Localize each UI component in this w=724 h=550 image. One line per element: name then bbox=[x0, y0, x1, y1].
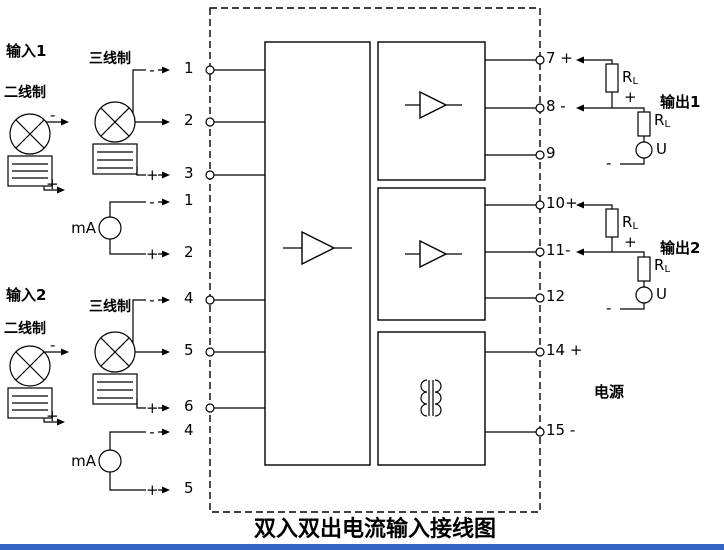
three-wire-label-input1: 三线制 bbox=[89, 51, 131, 67]
terminal-right-label: 10+ bbox=[546, 194, 578, 212]
u-label-output1: U bbox=[656, 140, 667, 158]
output2-amp-block bbox=[377, 187, 486, 321]
transmitter-3wire-input2-icon bbox=[92, 299, 163, 409]
terminal-left-number: 3 bbox=[184, 164, 194, 182]
u-label-output2: U bbox=[656, 285, 667, 303]
terminal-left-number: 2 bbox=[184, 243, 194, 261]
rl-label-output2-load: RL bbox=[622, 213, 639, 233]
voltmeter-output2-icon bbox=[635, 286, 653, 304]
transformer-icon bbox=[420, 379, 442, 417]
output1-amp-block bbox=[377, 41, 486, 181]
terminal-sign: - bbox=[146, 292, 158, 308]
transmitter-2wire-input2-icon bbox=[7, 345, 62, 423]
input1-label: 输入1 bbox=[6, 42, 47, 60]
terminal-sign: - bbox=[146, 424, 158, 440]
terminal-left-number: 2 bbox=[184, 111, 194, 129]
power-block bbox=[377, 331, 486, 466]
series-resistor-output2 bbox=[637, 256, 651, 282]
transmitter-3wire-input1-icon bbox=[92, 69, 163, 176]
tw2-minus-sign: - bbox=[50, 336, 56, 354]
terminal-left-number: 4 bbox=[184, 289, 194, 307]
opamp-icon bbox=[405, 90, 462, 120]
terminal-right-label: 15 - bbox=[546, 421, 576, 439]
terminal-sign: + bbox=[146, 481, 159, 499]
tw1-minus-sign: - bbox=[50, 106, 56, 124]
main-isolator-block bbox=[264, 41, 371, 466]
rl-label-output2-series: RL bbox=[654, 256, 671, 276]
load-resistor-output1 bbox=[605, 63, 619, 93]
series-resistor-output1 bbox=[637, 111, 651, 137]
page-title: 双入双出电流输入接线图 bbox=[253, 517, 496, 542]
output2-plus-sign: + bbox=[624, 233, 637, 251]
two-wire-label-input2: 二线制 bbox=[4, 321, 46, 337]
module-outline bbox=[209, 7, 541, 513]
ma-meter-input2-icon bbox=[98, 431, 163, 491]
terminal-left-number: 5 bbox=[184, 479, 194, 497]
three-wire-label-input2: 三线制 bbox=[89, 299, 131, 315]
terminal-right-label: 8 - bbox=[546, 97, 566, 115]
tw1-plus-sign: + bbox=[46, 175, 59, 193]
ma-label-input2: mA bbox=[71, 452, 96, 470]
terminal-circles bbox=[205, 55, 545, 437]
tw2-plus-sign: + bbox=[46, 407, 59, 425]
terminal-right-label: 14 + bbox=[546, 341, 583, 359]
terminal-sign: - bbox=[146, 194, 158, 210]
opamp-icon bbox=[405, 239, 462, 269]
window-bottom-bar bbox=[0, 544, 724, 550]
rl-label-output1-series: RL bbox=[654, 111, 671, 131]
output2-minus-sign: - bbox=[606, 299, 612, 317]
terminal-sign: + bbox=[146, 166, 159, 184]
output2-load-circuit bbox=[584, 204, 653, 310]
output1-label: 输出1 bbox=[660, 93, 701, 111]
opamp-icon bbox=[283, 230, 352, 266]
input2-label: 输入2 bbox=[6, 286, 47, 304]
voltmeter-output1-icon bbox=[635, 141, 653, 159]
transmitter-2wire-input1-icon bbox=[7, 113, 62, 191]
terminal-right-label: 12 bbox=[546, 287, 566, 305]
internal-wires bbox=[214, 59, 536, 433]
terminal-sign: + bbox=[146, 399, 159, 417]
terminal-sign: - bbox=[146, 62, 158, 78]
rl-label-output1-load: RL bbox=[622, 68, 639, 88]
terminal-left-number: 6 bbox=[184, 397, 194, 415]
terminal-right-label: 9 bbox=[546, 144, 556, 162]
ma-label-input1: mA bbox=[71, 219, 96, 237]
terminal-left-number: 5 bbox=[184, 341, 194, 359]
ma-meter-input1-icon bbox=[98, 201, 163, 255]
load-resistor-output2 bbox=[605, 208, 619, 238]
terminal-left-number: 4 bbox=[184, 421, 194, 439]
two-wire-label-input1: 二线制 bbox=[4, 85, 46, 101]
output1-load-circuit bbox=[584, 59, 653, 165]
terminal-sign: + bbox=[146, 245, 159, 263]
wire-arrow-icons bbox=[57, 56, 584, 494]
power-label: 电源 bbox=[594, 383, 625, 401]
output1-minus-sign: - bbox=[606, 154, 612, 172]
output2-label: 输出2 bbox=[660, 239, 701, 257]
terminal-right-label: 7 + bbox=[546, 49, 573, 67]
terminal-right-label: 11- bbox=[546, 241, 571, 259]
terminal-left-number: 1 bbox=[184, 59, 194, 77]
output1-plus-sign: + bbox=[624, 88, 637, 106]
terminal-left-number: 1 bbox=[184, 191, 194, 209]
